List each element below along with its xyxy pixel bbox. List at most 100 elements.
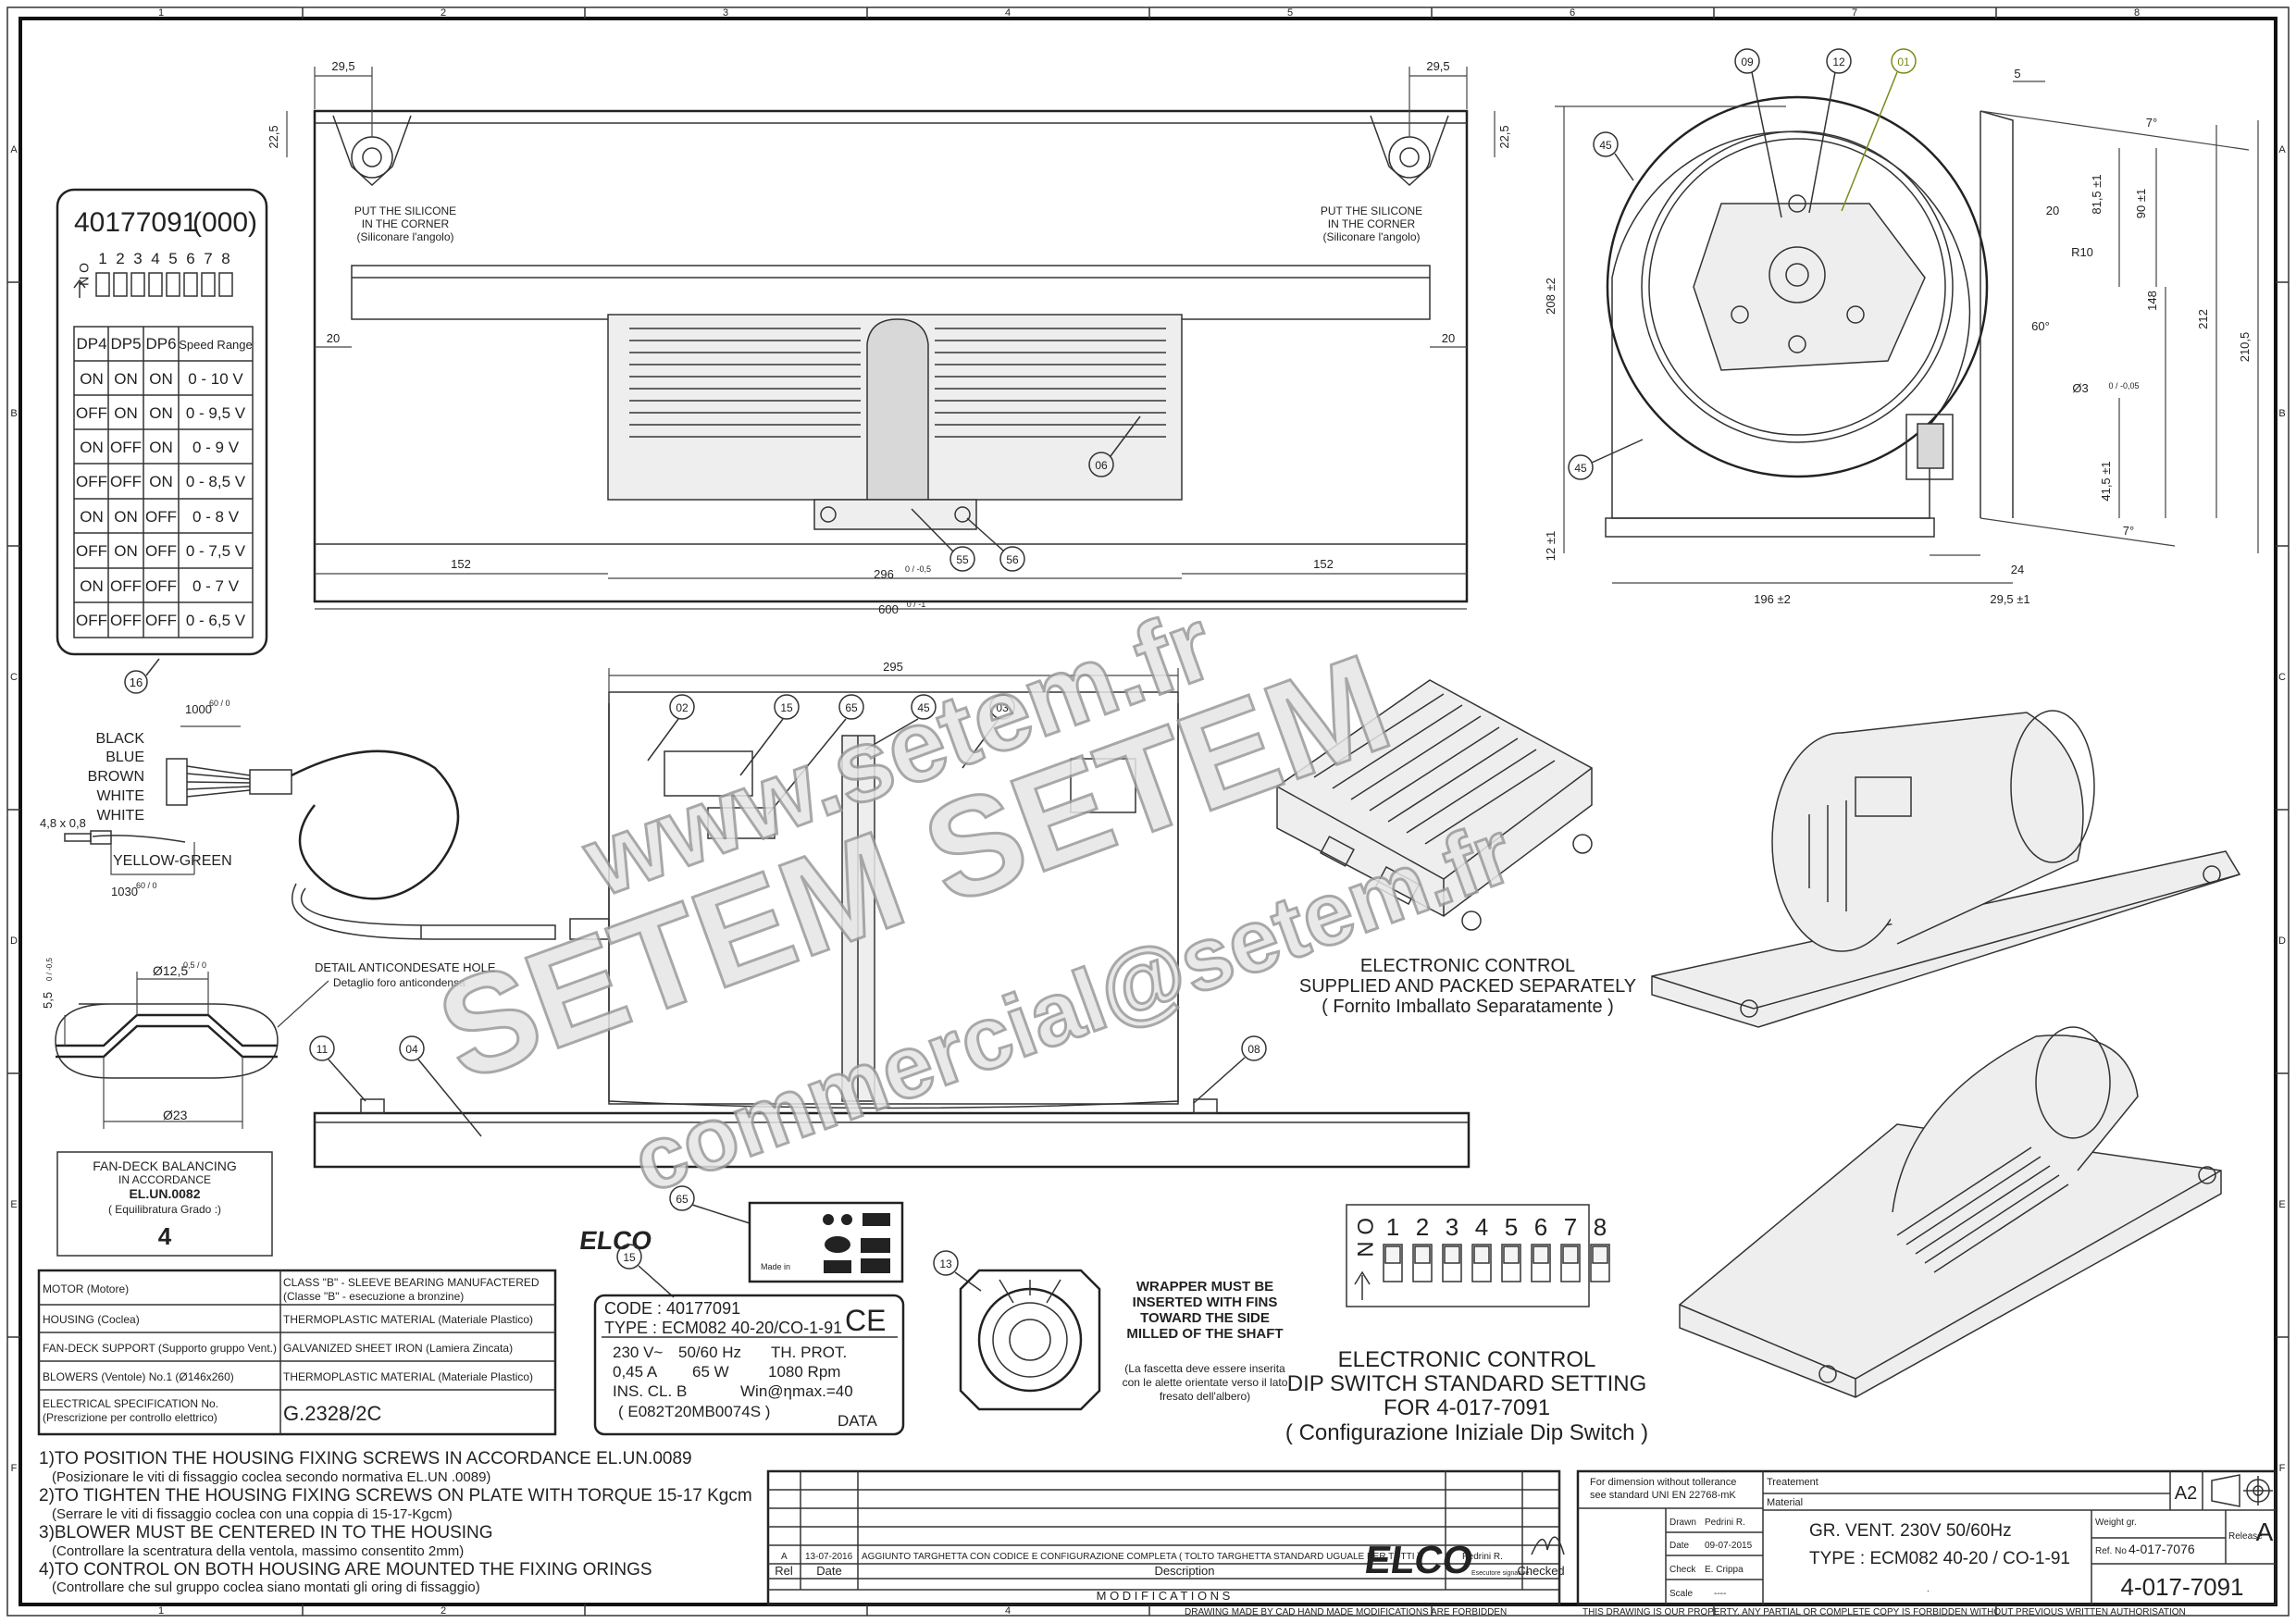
- tb-weight-label: Weight gr.: [2095, 1518, 2137, 1528]
- code-box-code: 40177091: [74, 207, 197, 238]
- speed-row-3-range: 0 - 9 V: [192, 439, 240, 456]
- grid-row-a-right: A: [2278, 144, 2286, 155]
- side-dim-41-5: 41,5 ±1: [2099, 461, 2113, 501]
- title-block: For dimension without tollerance see sta…: [1362, 1469, 2277, 1606]
- balloon-03-label: 03: [996, 701, 1009, 714]
- projection-symbol: [2211, 1474, 2273, 1507]
- speed-row-8-dp6: OFF: [145, 612, 177, 629]
- code-box-on-label: O N: [77, 263, 92, 286]
- grid-row-b: B: [10, 408, 17, 419]
- speed-row-3-dp4: ON: [80, 439, 104, 456]
- electronic-control-iso: ELECTRONIC CONTROL SUPPLIED AND PACKED S…: [1276, 679, 1636, 1017]
- wrapper-note-it-2: con le alette orientate verso il lato: [1123, 1376, 1288, 1389]
- balloon-01-label: 01: [1897, 56, 1910, 68]
- iso-view-bottom: [1679, 1026, 2222, 1398]
- balloon-55-label: 55: [956, 553, 969, 566]
- grid-ticks: [7, 7, 2289, 1616]
- front-dim-22-5-right: 22,5: [1497, 125, 1511, 148]
- balloon-56: [999, 546, 1025, 572]
- speed-row-2-dp4: OFF: [76, 404, 107, 422]
- speed-row-1-range: 0 - 10 V: [188, 370, 243, 388]
- wire-yellow-green: YELLOW-GREEN: [113, 853, 232, 869]
- front-dim-152-left: 152: [451, 557, 471, 571]
- ec-title-3: ( Fornito Imballato Separatamente ): [1322, 997, 1614, 1017]
- hole-dia-12-5-tol: 0,5 / 0: [183, 960, 206, 970]
- nameplate: 15 CODE : 40177091 TYPE : ECM082 40-20/C…: [593, 1244, 905, 1436]
- nameplate-win: Win@ηmax.=40: [740, 1382, 853, 1400]
- dip-number-3: 3: [133, 250, 142, 267]
- grid-row-f-right: F: [2279, 1463, 2286, 1474]
- speed-row-7-dp5: OFF: [110, 577, 142, 595]
- speed-row-6-range: 0 - 7,5 V: [186, 542, 246, 560]
- label-65: 65 ELCO Made in: [577, 1185, 904, 1283]
- dip-title-4: ( Configurazione Iniziale Dip Switch ): [1285, 1420, 1648, 1445]
- plan-view: 295 02 15 65 45 03 11 04 08: [309, 660, 1471, 1169]
- front-dim-29-5-right: 29,5: [1426, 59, 1449, 73]
- tb-name: GR. VENT. 230V 50/60Hz: [1809, 1521, 2012, 1541]
- balancing-box: FAN-DECK BALANCING IN ACCORDANCE EL.UN.0…: [56, 1151, 273, 1257]
- nameplate-type: TYPE : ECM082 40-20/CO-1-91: [604, 1319, 842, 1337]
- iso-view-top: [1651, 710, 2241, 1028]
- grid-col-5: 5: [1287, 7, 1293, 19]
- side-dim-148: 148: [2145, 291, 2159, 311]
- dip-big-2: 2: [1416, 1213, 1429, 1241]
- speed-row-1-dp6: ON: [149, 370, 173, 388]
- label-65-symbols: [823, 1213, 890, 1273]
- speed-row-7-range: 0 - 7 V: [192, 577, 240, 595]
- mat-row-1-label: MOTOR (Motore): [43, 1282, 129, 1295]
- dip-number-4: 4: [151, 250, 159, 267]
- plan-dim-295: 295: [883, 660, 903, 674]
- mod-by: Pedrini R.: [1462, 1552, 1503, 1562]
- tb-check-label: Check: [1669, 1565, 1696, 1575]
- footer-property: THIS DRAWING IS OUR PROPERTY. ANY PARTIA…: [1582, 1607, 2186, 1617]
- cable-assembly: BLACK BLUE BROWN WHITE WHITE 1000 60 / 0…: [40, 699, 556, 940]
- note-2-it: (Serrare le viti di fissaggio coclea con…: [52, 1506, 453, 1522]
- balloon-16: [124, 670, 148, 694]
- tb-tol-2: see standard UNI EN 22768-mK: [1590, 1490, 1736, 1501]
- watermark: www.setem.fr SETEM SETEM commercial@sete…: [418, 585, 1526, 1213]
- tb-drawn-value: Pedrini R.: [1705, 1518, 1745, 1528]
- balancing-line-1: FAN-DECK BALANCING: [93, 1158, 237, 1173]
- nameplate-current: 0,45 A: [613, 1363, 658, 1381]
- note-4-it: (Controllare che sul gruppo coclea siano…: [52, 1580, 480, 1595]
- grid-row-f: F: [11, 1463, 18, 1474]
- grid-col-2: 2: [441, 7, 446, 19]
- small-dip-switches: [73, 272, 233, 298]
- balancing-line-4: ( Equilibratura Grado :): [108, 1203, 221, 1216]
- balloon-45-top-label: 45: [1599, 139, 1612, 152]
- mod-footer: M O D I F I C A T I O N S: [1097, 1589, 1231, 1603]
- nameplate-power: 65 W: [692, 1363, 729, 1381]
- note-4: 4)TO CONTROL ON BOTH HOUSING ARE MOUNTED…: [39, 1560, 652, 1580]
- balloon-15-label: 15: [623, 1251, 636, 1264]
- hole-detail-subtitle: Detaglio foro anticondensa: [333, 976, 465, 989]
- mat-row-4-value: THERMOPLASTIC MATERIAL (Materiale Plasti…: [283, 1370, 533, 1383]
- side-dim-212: 212: [2196, 309, 2210, 329]
- speed-row-5-range: 0 - 8 V: [192, 508, 240, 526]
- nameplate-th-prot: TH. PROT.: [771, 1344, 847, 1361]
- big-dip-switches: [1354, 1244, 1610, 1300]
- hole-dim-5-5-tol: 0 / -0,5: [45, 958, 54, 981]
- nameplate-data: DATA: [838, 1412, 877, 1430]
- cable-length-1030: 1030: [111, 885, 138, 898]
- speed-row-7-dp4: ON: [80, 577, 104, 595]
- side-view: 5 7° 81,5 ±1 90 ±1 20 R10 60° 148 212 21…: [1544, 48, 2259, 606]
- speed-row-4-dp4: OFF: [76, 473, 107, 490]
- grid-col-7: 7: [1852, 7, 1857, 19]
- speed-table-header-dp6: DP6: [145, 335, 176, 353]
- front-note-right-2: IN THE CORNER: [1328, 217, 1416, 230]
- side-dim-208: 208 ±2: [1544, 278, 1558, 315]
- note-3: 3)BLOWER MUST BE CENTERED IN TO THE HOUS…: [39, 1523, 493, 1542]
- note-1: 1)TO POSITION THE HOUSING FIXING SCREWS …: [39, 1449, 692, 1468]
- speed-row-4-dp6: ON: [149, 473, 173, 490]
- side-dim-7: 7°: [2146, 116, 2157, 130]
- nameplate-serial: ( E082T20MB0074S ): [618, 1403, 770, 1420]
- dip-title-3: FOR 4-017-7091: [1384, 1395, 1550, 1420]
- tb-brand: ELCO: [1362, 1538, 1476, 1581]
- ec-title-2: SUPPLIED AND PACKED SEPARATELY: [1299, 976, 1636, 997]
- side-dim-90: 90 ±1: [2134, 189, 2148, 218]
- wire-brown: BROWN: [88, 769, 144, 785]
- wrapper-note-1: WRAPPER MUST BE: [1136, 1279, 1273, 1295]
- mod-header-rel: Rel: [775, 1564, 793, 1578]
- tb-dot: .: [1927, 1584, 1930, 1594]
